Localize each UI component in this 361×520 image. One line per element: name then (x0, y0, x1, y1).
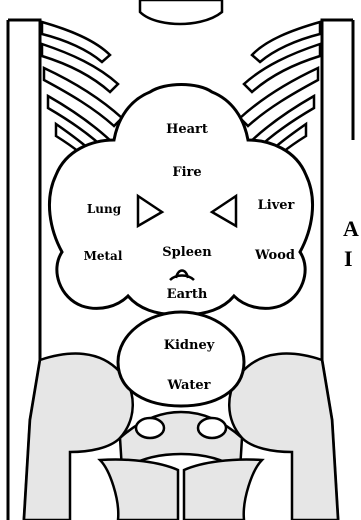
label-wood: Wood (254, 248, 295, 263)
edge-text-fragments: A I (343, 216, 359, 271)
label-liver: Liver (258, 198, 295, 213)
label-fire: Fire (172, 165, 201, 180)
label-heart: Heart (166, 122, 208, 137)
edge-text-i: I (344, 246, 353, 271)
label-earth: Earth (167, 287, 208, 302)
edge-text-a: A (343, 216, 359, 241)
label-lung: Lung (87, 202, 122, 216)
label-kidney: Kidney (164, 338, 215, 353)
label-water: Water (166, 378, 210, 393)
label-spleen: Spleen (162, 245, 212, 260)
label-metal: Metal (84, 249, 123, 263)
